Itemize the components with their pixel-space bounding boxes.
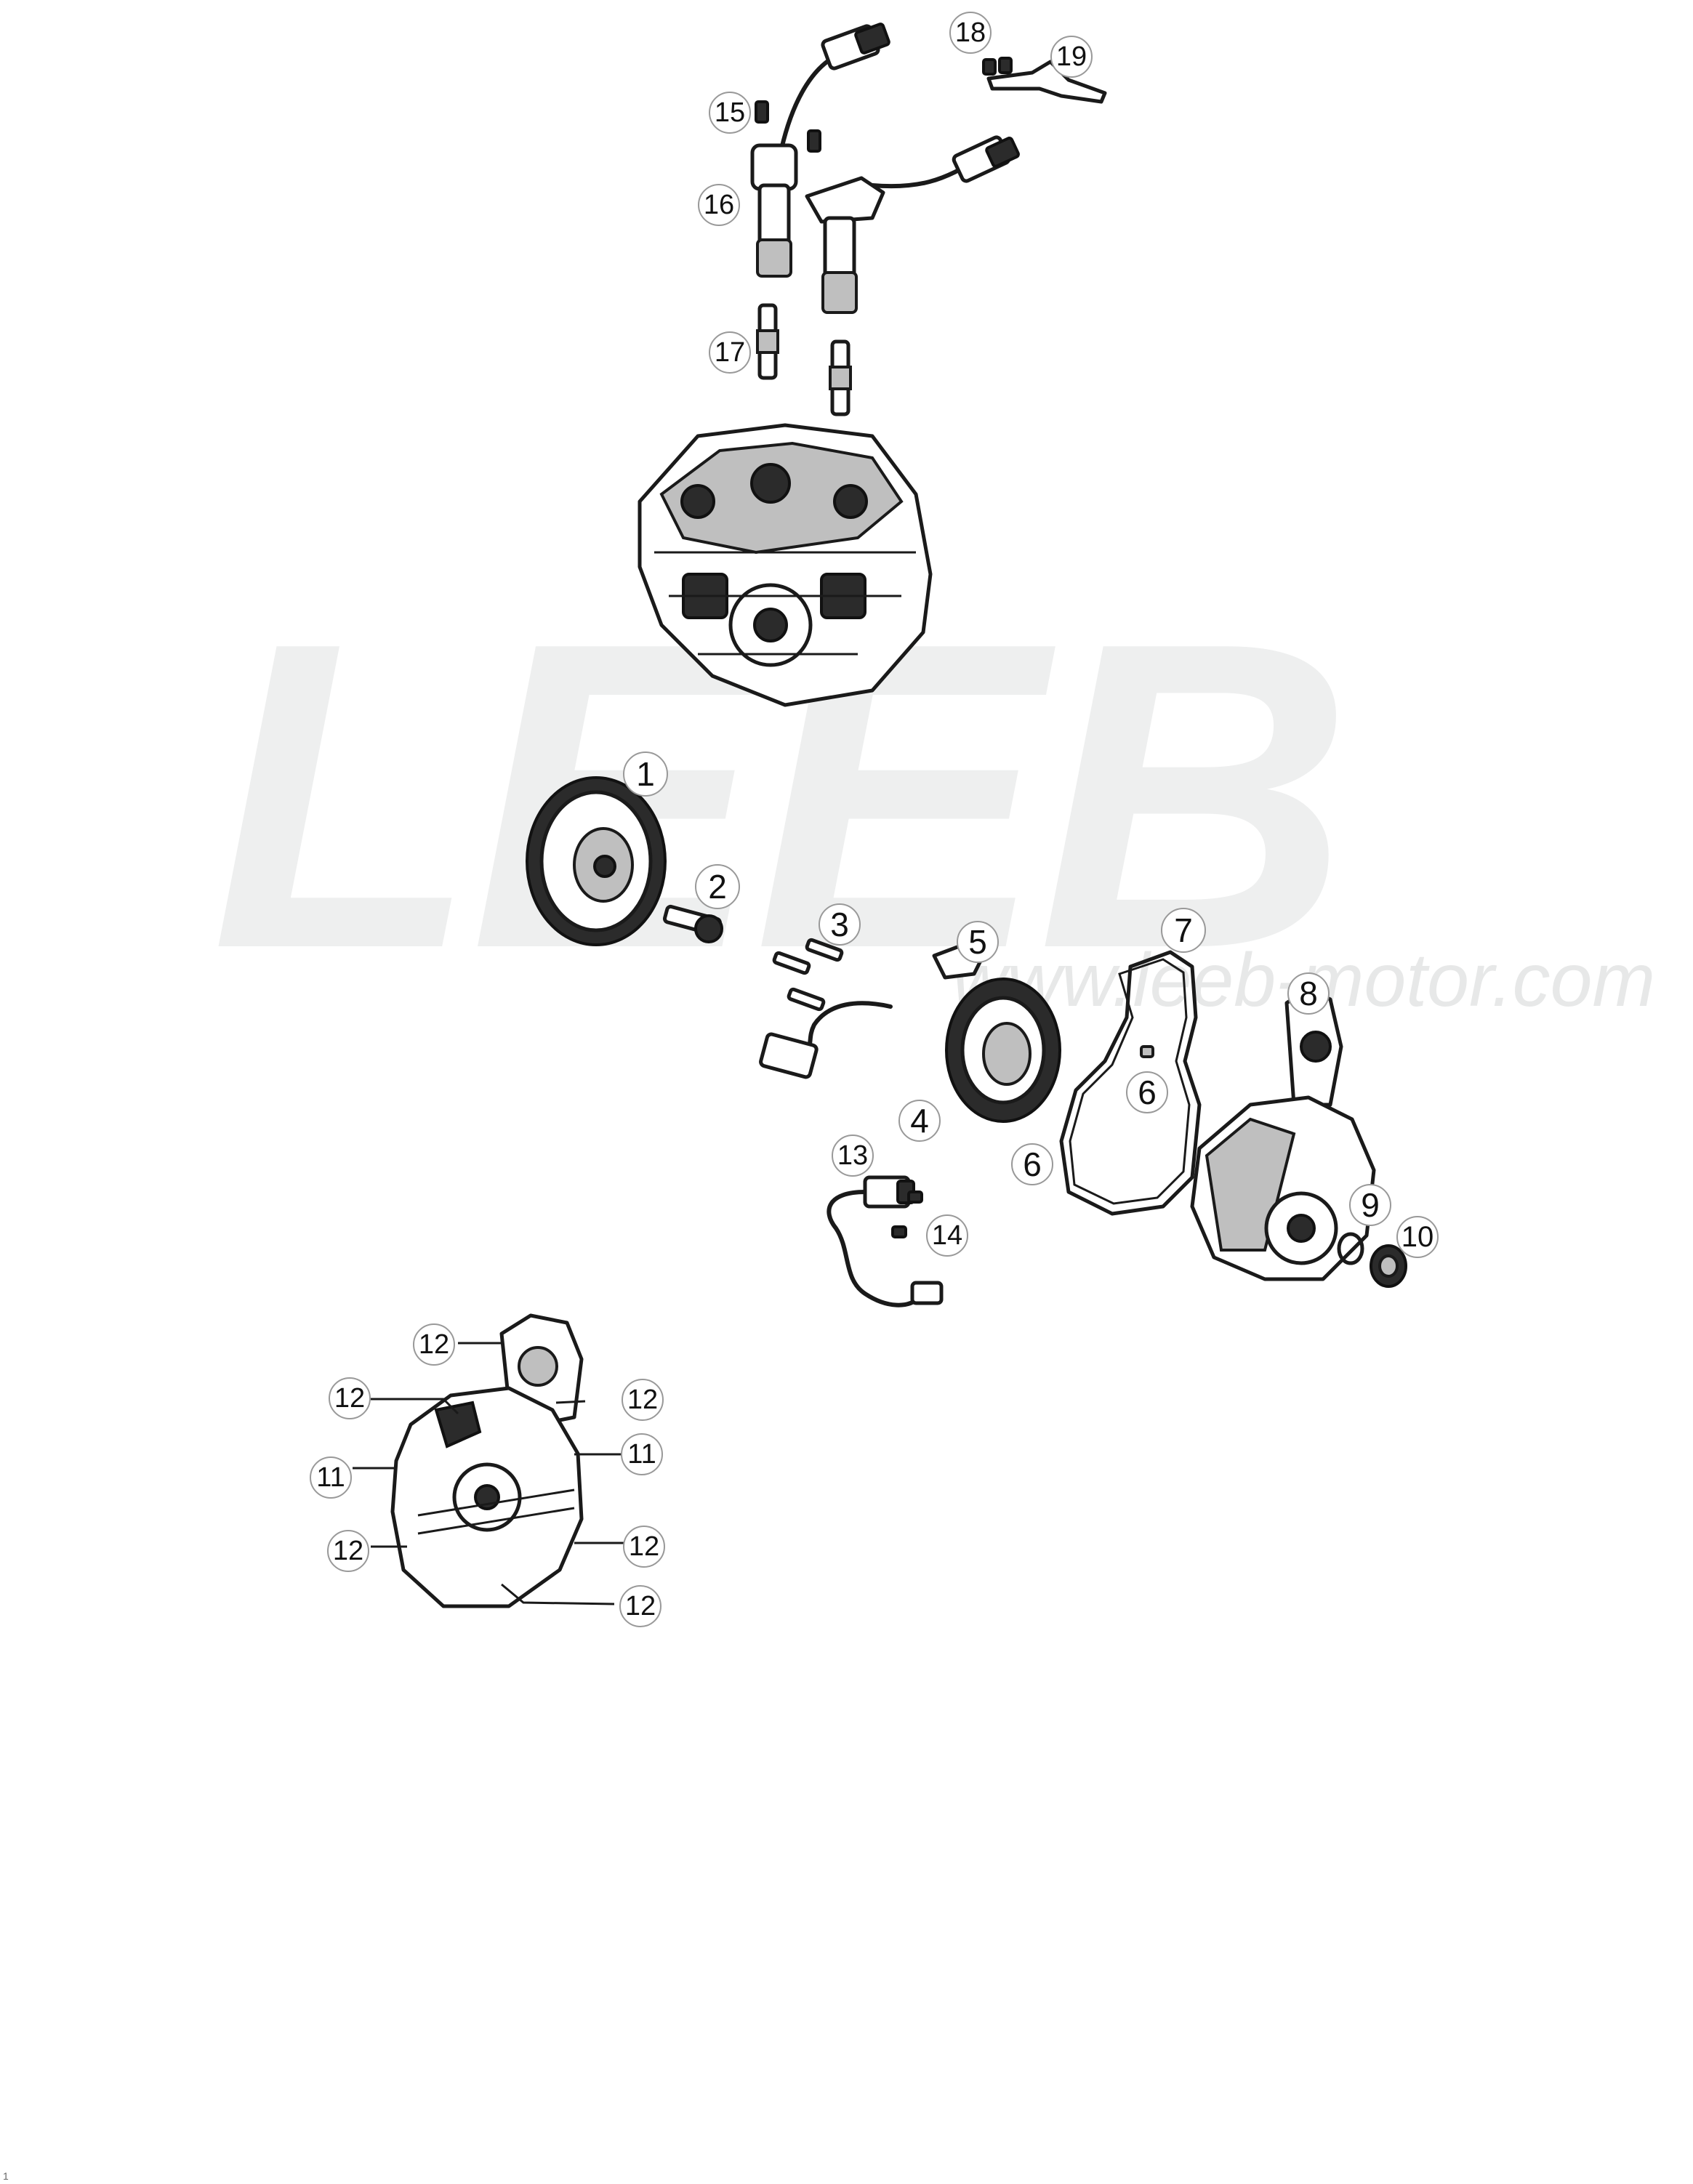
callout-19: 19 [1050, 36, 1093, 78]
svg-text:2: 2 [708, 868, 727, 906]
callout-12f: 12 [619, 1585, 661, 1627]
callout-6a: 6 [1011, 1143, 1053, 1185]
spark-plugs [756, 303, 852, 416]
callout-9: 9 [1349, 1184, 1391, 1226]
callout-2: 2 [695, 864, 740, 909]
svg-text:5: 5 [968, 923, 987, 961]
svg-text:13: 13 [837, 1140, 868, 1171]
crank-position-sensor [827, 1175, 944, 1307]
cover-plug [1370, 1244, 1407, 1288]
callout-8: 8 [1287, 972, 1330, 1015]
sensor-bolts [891, 1190, 923, 1238]
callout-10: 10 [1396, 1216, 1439, 1258]
callout-7: 7 [1161, 908, 1206, 953]
callout-12b: 12 [329, 1377, 371, 1419]
svg-text:10: 10 [1402, 1221, 1434, 1253]
svg-text:3: 3 [830, 906, 849, 943]
svg-text:11: 11 [627, 1439, 656, 1470]
svg-text:7: 7 [1174, 911, 1193, 949]
o-ring [1337, 1232, 1364, 1265]
callout-16: 16 [698, 184, 740, 226]
bracket-with-bolts [982, 57, 1107, 104]
callout-12a: 12 [413, 1323, 455, 1366]
engine-block [638, 423, 933, 707]
callout-12c: 12 [622, 1379, 664, 1421]
flywheel [526, 776, 667, 946]
svg-text:12: 12 [625, 1591, 656, 1621]
leader-lines [353, 1342, 625, 1605]
svg-text:14: 14 [932, 1220, 962, 1251]
svg-text:11: 11 [316, 1462, 345, 1493]
svg-text:15: 15 [715, 97, 745, 128]
callout-11a: 11 [310, 1456, 352, 1499]
callout-18: 18 [949, 12, 992, 54]
svg-text:12: 12 [627, 1385, 658, 1415]
svg-text:18: 18 [955, 17, 986, 48]
cover-gasket [1059, 950, 1202, 1216]
ignition-coil-left [750, 23, 890, 278]
callout-11b: 11 [621, 1433, 663, 1475]
callout-3: 3 [819, 903, 861, 946]
callout-5: 5 [957, 921, 999, 963]
svg-text:12: 12 [419, 1329, 449, 1360]
svg-text:1: 1 [636, 755, 655, 793]
callout-6b: 6 [1126, 1071, 1168, 1113]
flywheel-bolt [662, 904, 723, 943]
svg-text:17: 17 [715, 337, 745, 368]
callout-13: 13 [832, 1135, 874, 1177]
svg-text:16: 16 [704, 190, 734, 220]
stator [759, 978, 1061, 1123]
svg-text:4: 4 [910, 1102, 929, 1140]
svg-text:12: 12 [334, 1383, 365, 1414]
callout-17: 17 [709, 331, 751, 374]
svg-text:9: 9 [1361, 1186, 1380, 1224]
stator-bolts [772, 938, 844, 1012]
generator-cover-assembly [390, 1313, 584, 1608]
page-number: 1 [3, 2170, 9, 2182]
svg-text:8: 8 [1299, 975, 1318, 1012]
callout-15: 15 [709, 92, 751, 134]
generator-cover [1190, 986, 1376, 1281]
callout-4: 4 [898, 1100, 941, 1142]
callout-12e: 12 [623, 1526, 665, 1568]
coil-bolts [755, 100, 821, 153]
callout-1: 1 [623, 751, 668, 797]
ignition-coil-right [805, 135, 1020, 314]
svg-text:12: 12 [629, 1531, 659, 1562]
callout-12d: 12 [327, 1530, 369, 1572]
svg-text:12: 12 [333, 1536, 363, 1566]
callout-14: 14 [926, 1214, 968, 1257]
svg-text:6: 6 [1138, 1073, 1157, 1111]
svg-text:19: 19 [1056, 41, 1087, 72]
svg-text:6: 6 [1023, 1145, 1042, 1183]
